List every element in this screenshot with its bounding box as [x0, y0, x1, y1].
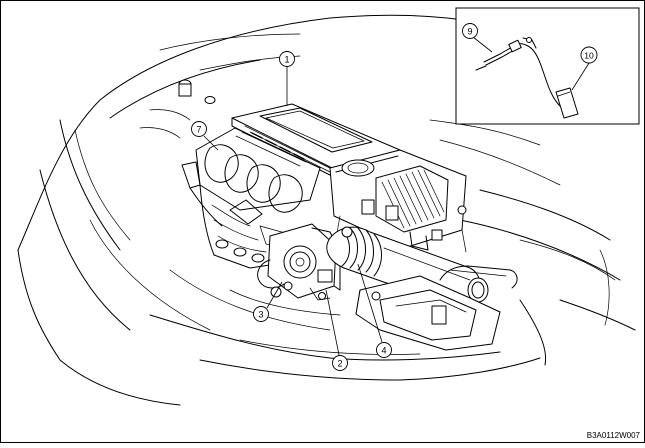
callout-10: 10: [580, 46, 598, 64]
callout-2-label: 2: [337, 359, 342, 369]
intake-manifold: [181, 127, 321, 227]
figure-code: B3A0112W007: [587, 431, 641, 440]
callout-3: 3: [253, 306, 269, 322]
fluid-reservoir-caps: [139, 79, 216, 139]
air-cleaner-housing: [329, 149, 467, 253]
engine-bay-outline: [17, 14, 636, 406]
callout-9-label: 9: [467, 27, 472, 37]
callout-4-label: 4: [381, 346, 386, 356]
callout-3-label: 3: [258, 310, 263, 320]
air-intake-hose: [326, 226, 489, 305]
resonator-duct: [355, 265, 518, 351]
callout-7: 7: [191, 121, 207, 137]
callout-2: 2: [332, 355, 348, 371]
inset-panel: [455, 7, 640, 125]
callout-10-label: 10: [584, 51, 594, 61]
callout-1: 1: [279, 51, 295, 67]
callout-7-label: 7: [196, 125, 201, 135]
leader-lines: [203, 36, 590, 356]
callout-9: 9: [462, 23, 478, 39]
callout-4: 4: [376, 342, 392, 358]
callout-1-label: 1: [284, 55, 289, 65]
throttle-body: [257, 223, 341, 301]
